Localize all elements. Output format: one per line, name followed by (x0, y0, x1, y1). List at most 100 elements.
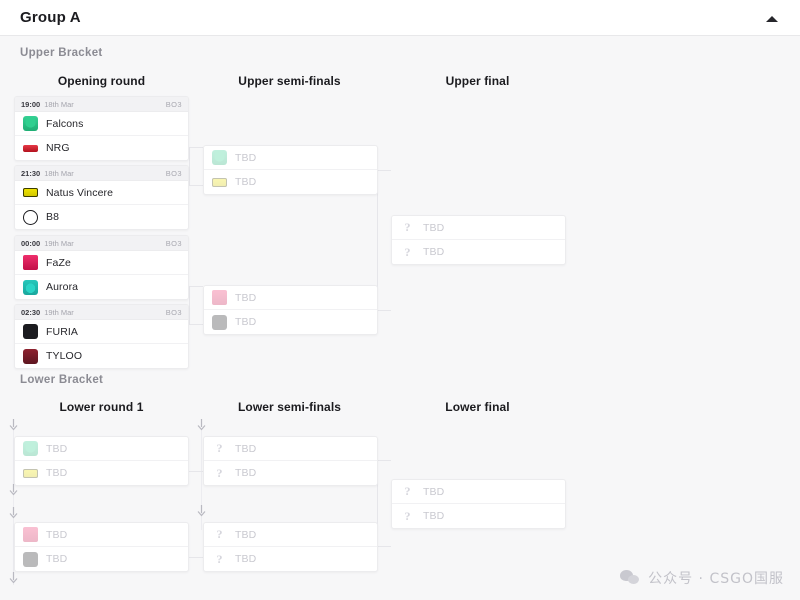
team-row[interactable]: TBD (204, 146, 377, 170)
match-header: 00:00 19th Mar BO3 (15, 236, 188, 251)
drop-arrow-icon (9, 507, 18, 519)
team-row[interactable]: ? TBD (392, 480, 565, 504)
question-mark-icon: ? (404, 244, 411, 259)
match-card[interactable]: TBD TBD (203, 145, 378, 195)
team-name: TBD (235, 467, 257, 479)
round-label-opening-round: Opening round (57, 74, 146, 88)
match-time: 02:30 (21, 307, 41, 317)
team-row[interactable]: B8 (15, 205, 188, 229)
wechat-icon (620, 570, 640, 586)
team-name: TBD (235, 528, 257, 541)
drop-arrow-icon (197, 419, 206, 431)
team-name: TBD (46, 553, 68, 565)
upper-bracket-label: Upper Bracket (20, 47, 103, 59)
match-time: 21:30 (21, 168, 41, 178)
team-name: TYLOO (46, 350, 83, 362)
tyloo-logo (23, 348, 38, 364)
team-row[interactable]: TBD (15, 461, 188, 485)
connector (189, 147, 190, 185)
team-row[interactable]: ? TBD (204, 437, 377, 461)
collapse-group-button[interactable] (762, 9, 782, 29)
team-row[interactable]: FaZe (15, 251, 188, 275)
falcons-nrg-placeholder-logo (23, 441, 38, 456)
falcons-logo (23, 116, 38, 131)
connector (377, 546, 391, 547)
furia-tyloo-placeholder-logo (23, 551, 38, 567)
team-row[interactable]: Aurora (15, 275, 188, 299)
watermark: 公众号 · CSGO国服 (620, 568, 784, 588)
match-header: 19:00 18th Mar BO3 (15, 97, 188, 112)
team-row[interactable]: ? TBD (392, 216, 565, 240)
team-row[interactable]: NRG (15, 136, 188, 160)
chevron-up-icon (766, 16, 778, 22)
match-card[interactable]: 02:30 19th Mar BO3 FURIA TYLOO (14, 304, 189, 369)
team-row[interactable]: TBD (204, 310, 377, 334)
match-card[interactable]: TBD TBD (14, 522, 189, 572)
team-name: TBD (235, 553, 257, 565)
connector (189, 286, 203, 287)
team-row[interactable]: ? TBD (204, 523, 377, 547)
team-row[interactable]: TBD (204, 286, 377, 310)
team-row[interactable]: ? TBD (204, 461, 377, 485)
match-card[interactable]: ? TBD ? TBD (203, 436, 378, 486)
match-card[interactable]: 19:00 18th Mar BO3 Falcons NRG (14, 96, 189, 161)
match-card[interactable]: ? TBD ? TBD (391, 215, 566, 265)
team-name: TBD (235, 442, 257, 455)
feed-line (201, 430, 202, 530)
team-row[interactable]: TYLOO (15, 344, 188, 368)
aurora-logo (23, 279, 38, 295)
question-mark-icon: ? (216, 441, 223, 455)
team-name: TBD (423, 510, 445, 522)
drop-arrow-icon (9, 419, 18, 431)
team-row[interactable]: FURIA (15, 320, 188, 344)
team-row[interactable]: ? TBD (392, 240, 565, 264)
round-label-lower-semi-finals: Lower semi-finals (237, 400, 342, 414)
team-name: TBD (423, 246, 445, 258)
team-name: TBD (46, 442, 68, 455)
team-row[interactable]: ? TBD (204, 547, 377, 571)
match-card[interactable]: TBD TBD (203, 285, 378, 335)
team-row[interactable]: TBD (15, 547, 188, 571)
team-row[interactable]: Natus Vincere (15, 181, 188, 205)
match-header: 21:30 18th Mar BO3 (15, 166, 188, 181)
match-date: 18th Mar (44, 168, 74, 178)
navi-b8-placeholder-logo (212, 175, 227, 190)
faze-logo (23, 255, 38, 270)
match-card[interactable]: ? TBD ? TBD (391, 479, 566, 529)
team-row[interactable]: TBD (15, 523, 188, 547)
match-card[interactable]: 21:30 18th Mar BO3 Natus Vincere B8 (14, 165, 189, 230)
faze-aurora-placeholder-logo (212, 290, 227, 305)
furia-tyloo-placeholder-logo (212, 314, 227, 330)
match-format: BO3 (165, 168, 182, 178)
team-row[interactable]: TBD (15, 437, 188, 461)
team-name: FURIA (46, 325, 78, 338)
connector (189, 286, 190, 324)
match-card[interactable]: TBD TBD (14, 436, 189, 486)
team-name: TBD (235, 316, 257, 328)
team-name: Falcons (46, 117, 84, 130)
drop-arrow-icon (9, 484, 18, 496)
connector (377, 310, 391, 311)
match-format: BO3 (165, 307, 182, 317)
team-name: FaZe (46, 256, 71, 269)
falcons-nrg-placeholder-logo (212, 150, 227, 165)
connector (377, 460, 378, 546)
team-name: TBD (235, 151, 257, 164)
team-row[interactable]: ? TBD (392, 504, 565, 528)
match-card[interactable]: 00:00 19th Mar BO3 FaZe Aurora (14, 235, 189, 300)
team-name: NRG (46, 142, 70, 154)
question-mark-icon: ? (216, 465, 223, 480)
connector (189, 185, 203, 186)
nrg-logo (23, 141, 38, 156)
drop-arrow-icon (197, 505, 206, 517)
round-label-lower-final: Lower final (445, 400, 510, 414)
connector (377, 460, 391, 461)
team-row[interactable]: TBD (204, 170, 377, 194)
faze-aurora-placeholder-logo (23, 527, 38, 542)
match-card[interactable]: ? TBD ? TBD (203, 522, 378, 572)
team-row[interactable]: Falcons (15, 112, 188, 136)
connector (377, 170, 391, 171)
team-name: TBD (423, 221, 445, 234)
match-time: 19:00 (21, 99, 41, 109)
